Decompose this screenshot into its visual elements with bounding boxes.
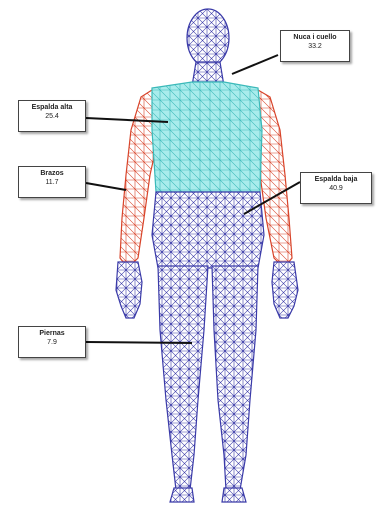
callout-arms-name: Brazos (21, 169, 83, 178)
left-leg (158, 266, 208, 490)
callout-neck: Nuca i cuello 33.2 (280, 30, 350, 62)
right-foot (222, 488, 246, 502)
callout-lower-back: Espalda baja 40.9 (300, 172, 372, 204)
right-hand (272, 262, 298, 318)
callout-upper-back-value: 25.4 (21, 112, 83, 121)
callout-legs-value: 7.9 (21, 338, 83, 347)
left-foot (170, 488, 194, 502)
left-hand (116, 262, 142, 318)
callout-lower-back-name: Espalda baja (303, 175, 369, 184)
pointer-legs (86, 342, 192, 343)
upper-torso (152, 82, 262, 192)
callout-arms-value: 11.7 (21, 178, 83, 187)
callout-neck-name: Nuca i cuello (283, 33, 347, 42)
callout-legs: Piernas 7.9 (18, 326, 86, 358)
right-leg (212, 266, 258, 490)
callout-upper-back: Espalda alta 25.4 (18, 100, 86, 132)
callout-arms: Brazos 11.7 (18, 166, 86, 198)
pointer-arms (86, 183, 126, 190)
head (187, 9, 229, 67)
pointer-neck (232, 55, 278, 74)
callout-legs-name: Piernas (21, 329, 83, 338)
lower-torso (152, 192, 264, 268)
callout-neck-value: 33.2 (283, 42, 347, 51)
callout-upper-back-name: Espalda alta (21, 103, 83, 112)
callout-lower-back-value: 40.9 (303, 184, 369, 193)
